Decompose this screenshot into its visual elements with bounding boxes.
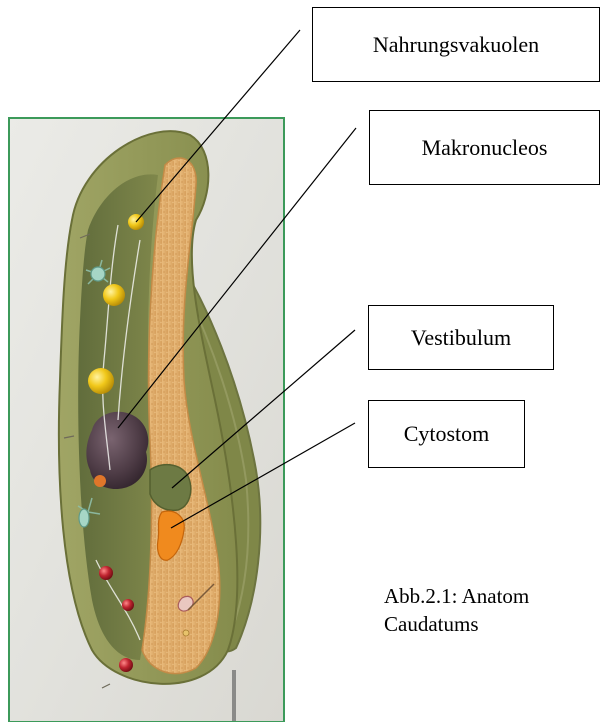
label-cytostom: Cytostom [368, 400, 525, 468]
label-makronucleos: Makronucleos [369, 110, 600, 185]
caption-line-1: Abb.2.1: Anatom [384, 584, 529, 608]
label-vestibulum-text: Vestibulum [411, 325, 511, 351]
label-vestibulum: Vestibulum [368, 305, 554, 370]
figure-caption: Abb.2.1: Anatom Caudatums [384, 582, 529, 638]
label-makronucleos-text: Makronucleos [422, 135, 548, 161]
caption-line-2: Caudatums [384, 612, 479, 636]
photo-content [9, 118, 284, 722]
label-cytostom-text: Cytostom [404, 421, 490, 447]
label-nahrungsvakuolen-text: Nahrungsvakuolen [373, 32, 539, 58]
label-nahrungsvakuolen: Nahrungsvakuolen [312, 7, 600, 82]
